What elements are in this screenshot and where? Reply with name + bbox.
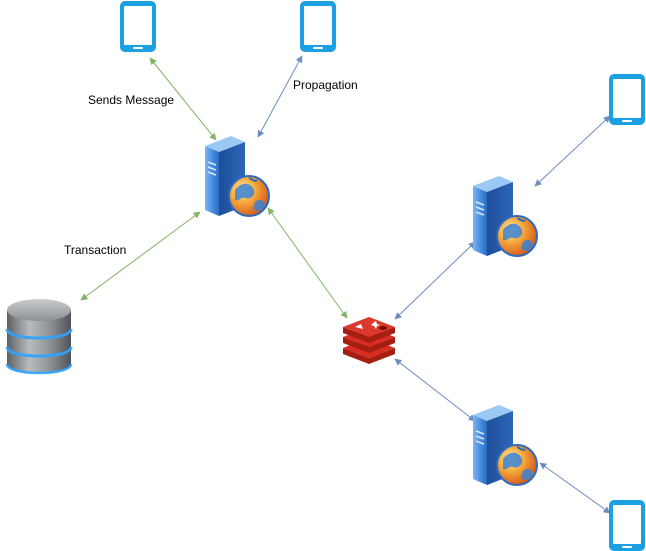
redis-icon <box>343 317 395 364</box>
mobile-phone-icon <box>300 1 336 52</box>
transaction-label: Transaction <box>64 243 127 257</box>
web-server-icon <box>472 175 538 257</box>
mobile-phone-icon <box>120 1 156 52</box>
edge-phone-to-server-main-green <box>149 57 217 141</box>
edge-server-to-redis <box>267 207 348 319</box>
mobile-phone-icon <box>609 500 645 551</box>
edge-phone-to-server-right-top <box>534 115 611 187</box>
database-icon <box>5 299 73 375</box>
propagation-label: Propagation <box>293 78 358 92</box>
edge-server-to-redis-right <box>394 241 476 320</box>
edge-phone-to-server-main-blue <box>257 55 303 138</box>
sends-message-label: Sends Message <box>88 93 175 107</box>
edge-server-to-database <box>80 211 201 301</box>
web-server-icon <box>472 404 538 486</box>
mobile-phone-icon <box>609 74 645 125</box>
edge-redis-to-server-bottom <box>394 358 476 422</box>
edge-server-to-phone-bottom <box>539 462 611 514</box>
web-server-icon <box>204 135 270 217</box>
